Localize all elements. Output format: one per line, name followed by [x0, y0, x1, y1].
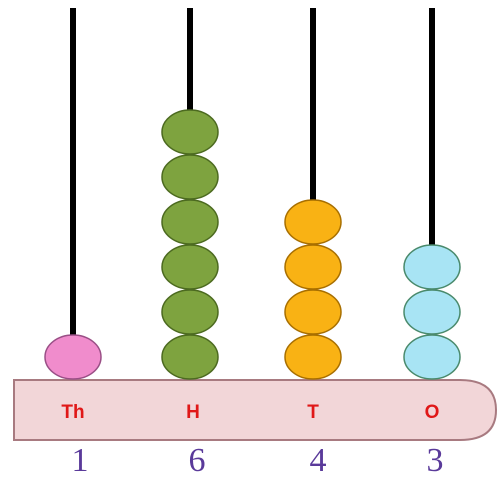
column-hundreds: H 6 — [161, 8, 219, 479]
bead-tens — [284, 244, 342, 290]
bead-tens — [284, 199, 342, 245]
bead-hundreds — [161, 109, 219, 155]
bead-hundreds — [161, 289, 219, 335]
place-label-thousands: Th — [61, 402, 84, 423]
beads-ones — [403, 244, 461, 380]
column-tens: T 4 — [284, 8, 342, 479]
beads-tens — [284, 199, 342, 380]
bead-ones — [403, 334, 461, 380]
place-label-ones: O — [425, 402, 440, 423]
column-ones: O 3 — [403, 8, 461, 479]
beads-thousands — [44, 334, 102, 380]
column-thousands: Th 1 — [44, 8, 102, 479]
rod-tens — [310, 8, 316, 348]
place-label-tens: T — [307, 402, 319, 423]
bead-hundreds — [161, 244, 219, 290]
beads-hundreds — [161, 109, 219, 380]
abacus-base — [13, 379, 498, 441]
bead-thousands — [44, 334, 102, 380]
digit-thousands: 1 — [72, 442, 89, 479]
rod-ones — [429, 8, 435, 348]
digit-hundreds: 6 — [189, 442, 206, 479]
digit-ones: 3 — [427, 442, 444, 479]
bead-hundreds — [161, 334, 219, 380]
bead-ones — [403, 289, 461, 335]
bead-hundreds — [161, 154, 219, 200]
bead-ones — [403, 244, 461, 290]
bead-hundreds — [161, 199, 219, 245]
rod-thousands — [70, 8, 76, 348]
digit-tens: 4 — [310, 442, 327, 479]
place-label-hundreds: H — [186, 402, 200, 423]
bead-tens — [284, 334, 342, 380]
bead-tens — [284, 289, 342, 335]
